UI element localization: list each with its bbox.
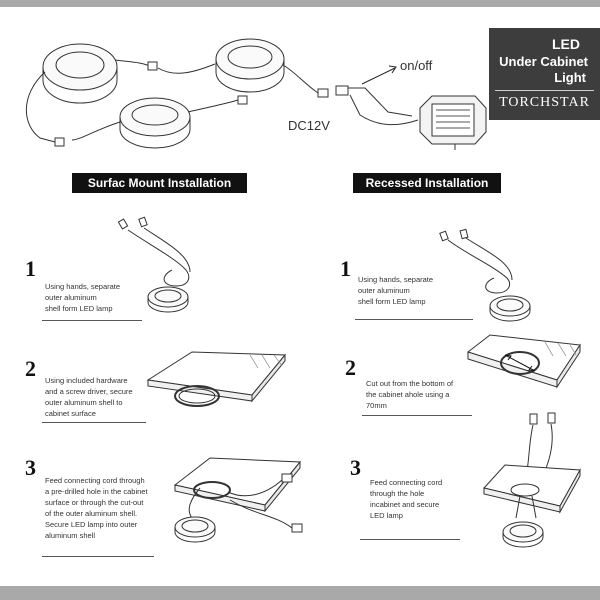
brand-line-1: LED [552,36,580,52]
recessed-step-1-text: Using hands, separate outer aluminum she… [358,275,434,306]
illustration-recessed-step-1 [439,228,531,322]
brand-line-3: Light [554,70,586,85]
puck-light-bottom [119,97,191,149]
surface-mount-heading: Surfac Mount Installation [72,173,247,193]
recessed-step-1-number: 1 [340,256,351,281]
top-border-bar [0,0,600,7]
recessed-step-2-text: Cut out from the bottom of the cabinet a… [366,379,454,410]
brand-divider [495,90,594,91]
wire-connectors [54,61,349,147]
illustration-surface-step-1 [117,216,191,313]
brand-line-2: Under Cabinet [499,54,588,69]
recessed-step-3-rule [360,539,460,540]
surface-step-3-rule [42,556,154,557]
brand-box: LED Under Cabinet Light TORCHSTAR [489,28,600,120]
surface-step-2-text: Using included hardware and a screw driv… [45,376,133,418]
illustration-surface-step-3 [173,457,303,543]
switch-label: on/off [400,58,433,73]
bottom-border-bar [0,586,600,600]
surface-step-3-number: 3 [25,455,36,480]
recessed-step-3-number: 3 [350,455,361,480]
surface-step-1-number: 1 [25,256,36,281]
brand-name: TORCHSTAR [499,95,590,110]
power-driver [419,95,487,150]
recessed-step-2-number: 2 [345,355,356,380]
illustration-recessed-step-3 [483,412,581,548]
surface-step-3-text: Feed connecting cord through a pre-drill… [45,476,148,540]
puck-light-top-right [215,38,285,93]
surface-step-1-rule [42,320,142,321]
recessed-heading: Recessed Installation [353,173,501,193]
illustration-surface-step-2 [146,351,287,407]
switch-arrow [361,67,396,85]
surface-step-2-number: 2 [25,356,36,381]
illustration-recessed-step-2 [466,334,581,389]
surface-step-1-text: Using hands, separate outer aluminum she… [45,282,121,313]
surface-step-2-rule [42,422,146,423]
recessed-step-2-rule [362,415,472,416]
wiring-cables [25,59,419,143]
puck-light-top-left [42,43,118,104]
voltage-label: DC12V [288,118,330,133]
recessed-step-3-text: Feed connecting cord through the hole in… [370,478,443,520]
recessed-step-1-rule [355,319,473,320]
